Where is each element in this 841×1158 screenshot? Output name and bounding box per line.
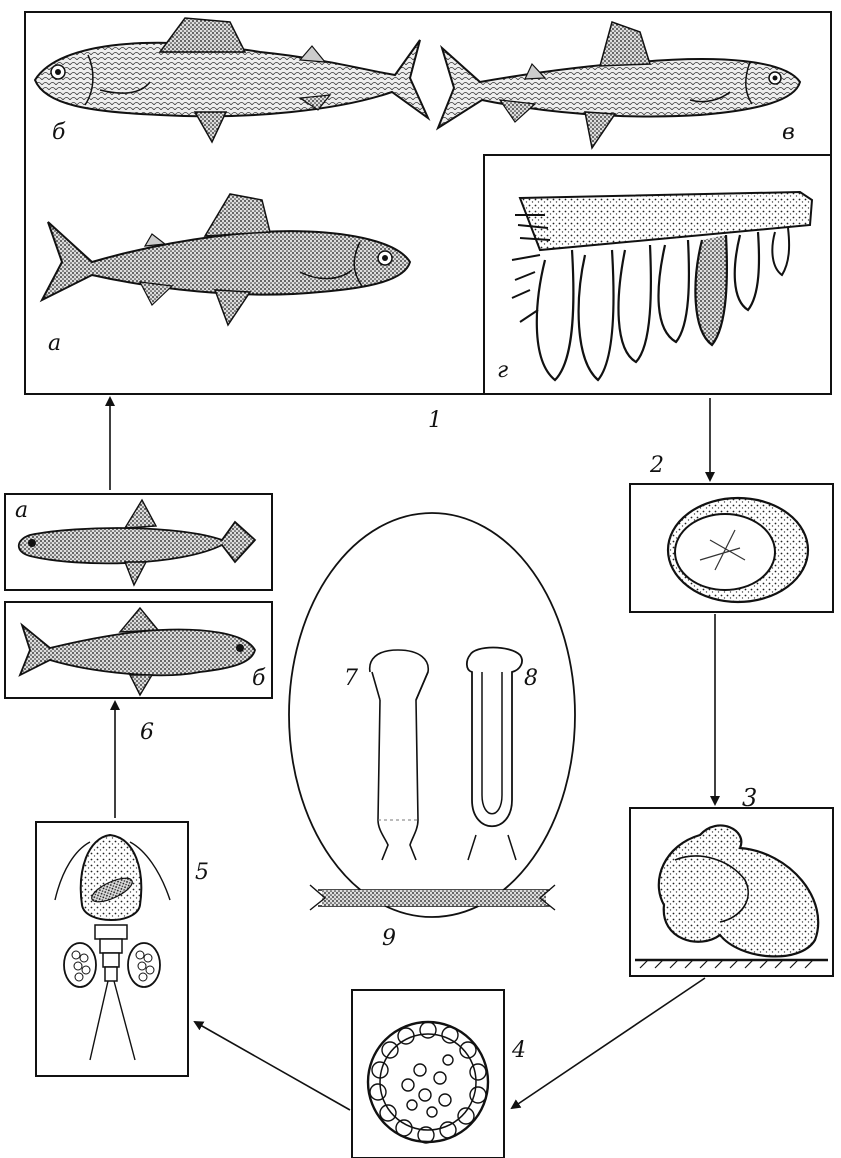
label-stage-1: 1 <box>428 410 442 432</box>
fish-b-top-left <box>35 18 428 142</box>
label-stage-6: 6 <box>140 722 154 744</box>
label-stage-3: 3 <box>742 786 757 810</box>
fish-a-bottom <box>42 194 410 325</box>
panel-4-cell-cluster <box>352 990 504 1158</box>
label-fish-v: в <box>782 122 795 144</box>
label-fish-b: б <box>52 122 65 144</box>
label-gill-g: г <box>497 360 508 382</box>
label-small-fish-a: а <box>15 500 28 522</box>
fish-v-top-right <box>438 22 800 148</box>
label-stage-2: 2 <box>650 455 664 477</box>
panel-1-adult-fish <box>25 12 831 394</box>
label-oval-9: 9 <box>382 928 396 950</box>
label-fish-a: а <box>48 333 61 355</box>
label-stage-4: 4 <box>512 1040 526 1062</box>
label-oval-7: 7 <box>344 668 358 690</box>
panel-5-copepod <box>36 822 188 1076</box>
label-oval-8: 8 <box>524 668 538 690</box>
panel-6-juvenile-fish <box>5 494 272 698</box>
gill-subpanel-frame <box>484 155 831 394</box>
panel-3-coracidium <box>630 808 833 976</box>
panel-2-egg <box>630 484 833 612</box>
central-oval-details <box>289 513 575 917</box>
label-small-fish-b: б <box>252 668 265 690</box>
label-stage-5: 5 <box>195 862 209 884</box>
